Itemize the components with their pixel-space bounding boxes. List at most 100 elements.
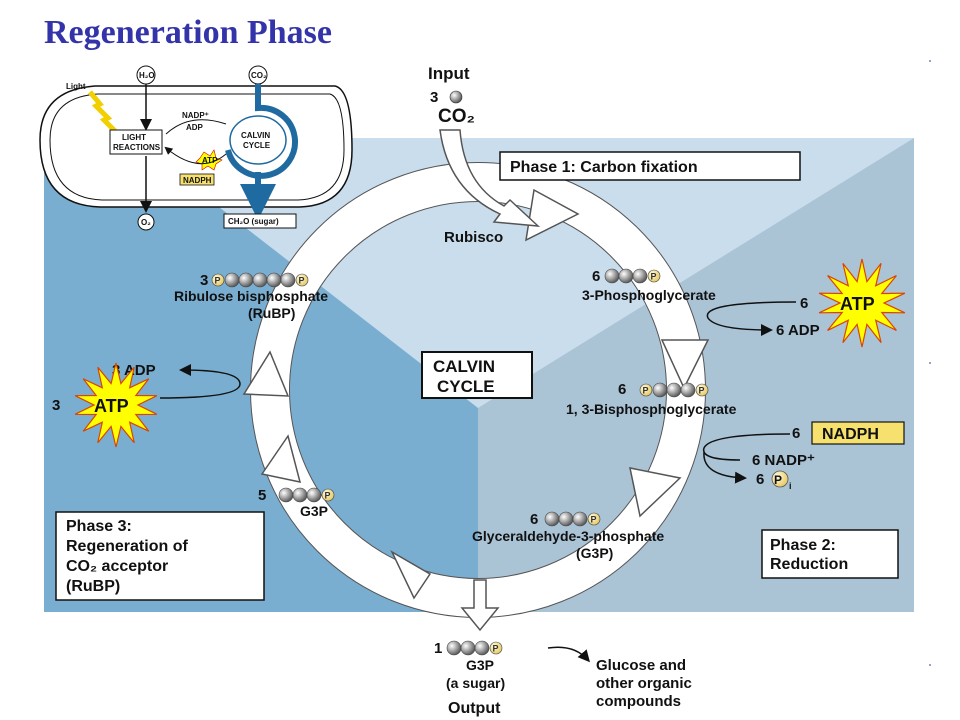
g3p5-count: 5: [258, 487, 266, 504]
inset-sugar-box: [223, 213, 297, 229]
co2-molecule-icon: [449, 90, 463, 104]
carbon-bead-icon: [680, 382, 696, 398]
rubp-abbrev: (RuBP): [248, 305, 295, 321]
cycle-arrow-top: [525, 188, 580, 242]
glucose-line1: Glucose and: [596, 657, 686, 674]
output-count: 1: [434, 640, 442, 657]
lightning-icon: [88, 90, 120, 136]
carbon-bead-icon: [252, 272, 268, 288]
pga-molecule-chain: P: [604, 268, 661, 284]
phase3-line3: CO₂ acceptor: [66, 558, 168, 575]
carbon-bead-icon: [306, 487, 322, 503]
output-arrow: [460, 579, 500, 632]
g3p-all-abbrev: (G3P): [576, 545, 613, 561]
cycle-arrow-left-1: [260, 434, 302, 483]
phosphate-label: P: [215, 276, 221, 286]
inset-nadp-label: NADP⁺: [182, 111, 209, 120]
phase3-line2: Regeneration of: [66, 538, 188, 555]
phosphate-label: P: [651, 272, 657, 282]
carbon-bead-icon: [632, 268, 648, 284]
cycle-arrow-bottom: [390, 550, 432, 600]
phase2-line2: Reduction: [770, 556, 848, 573]
atp-left-count: 3: [52, 397, 60, 414]
phase3-line4: (RuBP): [66, 578, 120, 595]
calvin-cycle-box: [421, 351, 533, 399]
phosphate-icon: [647, 269, 661, 283]
chloroplast-inset: Light H₂O LIGHT REACTIONS O₂ CO₂ CALVIN …: [39, 65, 353, 231]
pi-subscript: i: [789, 481, 792, 491]
nadph-arrow: [702, 433, 791, 478]
phosphate-icon: [321, 488, 335, 502]
output-sugar: (a sugar): [446, 675, 505, 691]
nadph-count: 6: [792, 425, 800, 442]
atp-right-label: ATP: [840, 294, 875, 314]
input-count: 3: [430, 89, 438, 106]
inset-exchange-arrows: [166, 119, 227, 165]
phosphate-label: P: [591, 515, 597, 525]
carbon-bead-icon: [460, 640, 476, 656]
output-label: Output: [448, 700, 501, 717]
pi-icon: [771, 470, 789, 488]
carbon-bead-icon: [666, 382, 682, 398]
output-g3p: G3P: [466, 657, 494, 673]
carbon-bead-icon: [446, 640, 462, 656]
adp-right-label: 6 ADP: [776, 322, 820, 339]
g3p6-molecule-chain: P: [544, 511, 601, 527]
phosphate-icon: [489, 641, 503, 655]
cycle-arrow-right-1: [660, 339, 710, 390]
inset-calvin-1: CALVIN: [241, 131, 270, 140]
atp-right-arrow: [706, 301, 797, 336]
glucose-line3: compounds: [596, 693, 681, 710]
phosphate-label: P: [325, 491, 331, 501]
inset-light-reactions-2: REACTIONS: [113, 143, 161, 152]
phosphate-icon: [587, 512, 601, 526]
rubp-name: Ribulose bisphosphate: [174, 288, 328, 304]
inset-atp-label: ATP: [202, 156, 218, 165]
phosphate-label: P: [643, 386, 649, 396]
nadph-box: [811, 421, 905, 445]
inset-o2-label: O₂: [141, 218, 151, 227]
inset-light-label: Light: [66, 82, 86, 91]
input-arrow: [439, 129, 541, 227]
carbon-bead-icon: [278, 487, 294, 503]
input-molecule: CO₂: [438, 106, 475, 127]
carbon-bead-icon: [544, 511, 560, 527]
phosphate-icon: [295, 273, 309, 287]
nadph-label: NADPH: [822, 426, 879, 443]
atp-left-star: [74, 362, 158, 448]
rubp-count: 3: [200, 272, 208, 289]
pi-label: P: [774, 473, 782, 487]
carbon-bead-icon: [266, 272, 282, 288]
chloroplast-inner: [49, 93, 345, 201]
g3p-all-count: 6: [530, 511, 538, 528]
inset-calvin-center: [229, 115, 287, 165]
bpg-name: 1, 3-Bisphosphoglycerate: [566, 401, 737, 417]
inset-light-reactions-1: LIGHT: [122, 133, 146, 142]
input-label: Input: [428, 64, 470, 83]
carbon-bead-icon: [292, 487, 308, 503]
cycle-arrow-left-2: [242, 350, 290, 397]
inset-adp-label: ADP: [186, 123, 204, 132]
glucose-line2: other organic: [596, 675, 692, 692]
inset-h2o-label: H₂O: [139, 71, 155, 80]
phosphate-label: P: [299, 276, 305, 286]
inset-co2-label: CO₂: [251, 71, 267, 80]
nadp-label: 6 NADP⁺: [752, 452, 815, 469]
g3p5-molecule-chain: P: [278, 487, 335, 503]
chloroplast-outline: [39, 85, 353, 208]
inset-nadph-box: [179, 173, 215, 186]
phase3-line1: Phase 3:: [66, 518, 132, 535]
carbon-bead-icon: [572, 511, 588, 527]
carbon-bead-icon: [618, 268, 634, 284]
atp-right-count: 6: [800, 295, 808, 312]
g3p1-molecule-chain: P: [446, 640, 503, 656]
glucose-arrow: [547, 646, 590, 663]
phosphate-label: P: [493, 644, 499, 654]
phosphate-label: P: [699, 386, 705, 396]
inset-sugar-label: CH₂O (sugar): [228, 217, 279, 226]
slide-title: Regeneration Phase: [44, 14, 333, 51]
phosphate-icon: [211, 273, 225, 287]
inset-o2-icon: [137, 213, 155, 231]
